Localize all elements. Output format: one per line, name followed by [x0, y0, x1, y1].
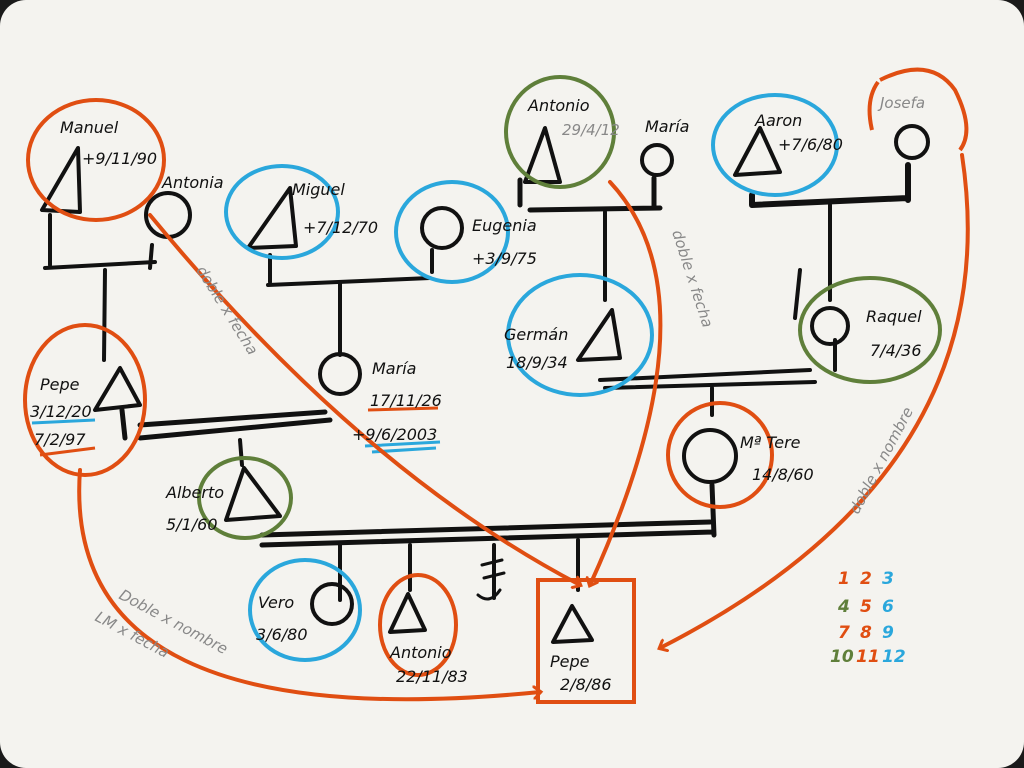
miguel-ring [224, 164, 340, 260]
maria-top-name: María [645, 117, 689, 136]
legend-number-7: 7 [838, 623, 850, 643]
eugenia-ring [394, 180, 510, 284]
raquel-circle [810, 306, 850, 346]
eugenia-circle [420, 206, 464, 250]
manuel-date: +9/11/90 [82, 149, 157, 168]
antonio-bottom-name: Antonio [389, 643, 452, 662]
miguel-name: Miguel [292, 180, 345, 199]
raquel-name: Raquel [866, 307, 922, 326]
raquel-date: 7/4/36 [870, 341, 922, 360]
mtere-name: Mª Tere [740, 433, 801, 452]
german-name: Germán [504, 325, 568, 344]
legend-number-10: 10 [830, 647, 854, 667]
middle-arrow-annotation: doble x fecha [668, 228, 716, 330]
antonio-top-ring [504, 75, 616, 189]
pepe-target-triangle [551, 604, 594, 644]
pepe-target-name: Pepe [550, 652, 590, 671]
labels: Manuel +9/11/90 Antonia Miguel +7/12/70 … [30, 94, 925, 694]
legend-number-11: 11 [856, 647, 880, 667]
legend-number-12: 12 [882, 647, 906, 667]
legend-number-1: 1 [838, 569, 850, 589]
maria-top-circle [640, 143, 674, 177]
maria-mid-name: María [372, 359, 416, 378]
manuel-name: Manuel [60, 118, 119, 137]
german-triangle [576, 308, 622, 362]
manuel-ring [26, 98, 166, 222]
antonio-bottom-ring [378, 573, 458, 677]
german-date: 18/9/34 [506, 353, 568, 372]
pepe-left-date1: 3/12/20 [30, 402, 92, 421]
miguel-triangle [246, 186, 298, 250]
legend-number-5: 5 [860, 597, 872, 617]
bottom-arrow-annotation-1: Doble x nombre [116, 586, 231, 658]
vero-date: 3/6/80 [256, 625, 308, 644]
pepe-target-date: 2/8/86 [560, 675, 612, 694]
maria-mid-circle [318, 352, 362, 396]
legend-number-4: 4 [837, 597, 850, 617]
josefa-ring [867, 67, 969, 152]
alberto-ring [197, 456, 293, 540]
antonio-bottom-date: 22/11/83 [396, 667, 468, 686]
left-arrow-annotation: doble x fecha [193, 263, 262, 359]
antonia-name: Antonia [161, 173, 224, 192]
highlight-rings [23, 67, 969, 704]
josefa-name: Josefa [877, 94, 925, 112]
josefa-circle [894, 124, 930, 160]
aaron-date: +7/6/80 [778, 135, 843, 154]
mtere-ring [666, 401, 774, 509]
arrow-pepe-left [77, 468, 540, 702]
legend-number-8: 8 [860, 623, 872, 643]
right-arrow-annotation: doble x nombre [846, 404, 917, 517]
pepe-left-triangle [93, 366, 142, 412]
alberto-triangle [224, 466, 282, 522]
arrow-antonio-top [590, 180, 663, 585]
aaron-ring [711, 93, 839, 197]
alberto-date: 5/1/60 [166, 515, 218, 534]
aaron-triangle [733, 126, 782, 177]
pepe-left-date2: 7/2/97 [34, 430, 86, 449]
german-ring [506, 273, 654, 397]
raquel-ring [798, 276, 942, 384]
legend-number-9: 9 [882, 623, 894, 643]
person-glyphs [40, 124, 930, 644]
pepe-left-name: Pepe [40, 375, 80, 394]
aaron-name: Aaron [754, 111, 802, 130]
vero-ring [248, 558, 362, 662]
mtere-circle [682, 428, 738, 484]
maria-mid-date1: 17/11/26 [370, 391, 442, 410]
match-arrows [77, 153, 970, 702]
miguel-date: +7/12/70 [303, 218, 378, 237]
vero-name: Vero [258, 593, 294, 612]
vero-circle [310, 582, 354, 626]
relationship-lines [43, 162, 911, 602]
eugenia-date: +3/9/75 [472, 249, 537, 268]
antonio-top-name: Antonio [527, 96, 590, 115]
arrow-josefa [660, 153, 970, 648]
antonia-circle [144, 191, 192, 239]
antonio-bottom-triangle [388, 592, 427, 634]
antonio-top-date: 29/4/12 [562, 121, 620, 139]
legend-number-6: 6 [882, 597, 894, 617]
antonio-top-triangle [523, 126, 562, 184]
legend-number-2: 2 [860, 569, 872, 589]
maria-mid-date2: +9/6/2003 [352, 425, 437, 444]
pepe-left-ring [23, 323, 147, 477]
alberto-name: Alberto [165, 483, 224, 502]
legend-number-3: 3 [882, 569, 894, 589]
eugenia-name: Eugenia [472, 216, 537, 235]
mtere-date: 14/8/60 [752, 465, 814, 484]
arrow-manuel [148, 213, 580, 585]
